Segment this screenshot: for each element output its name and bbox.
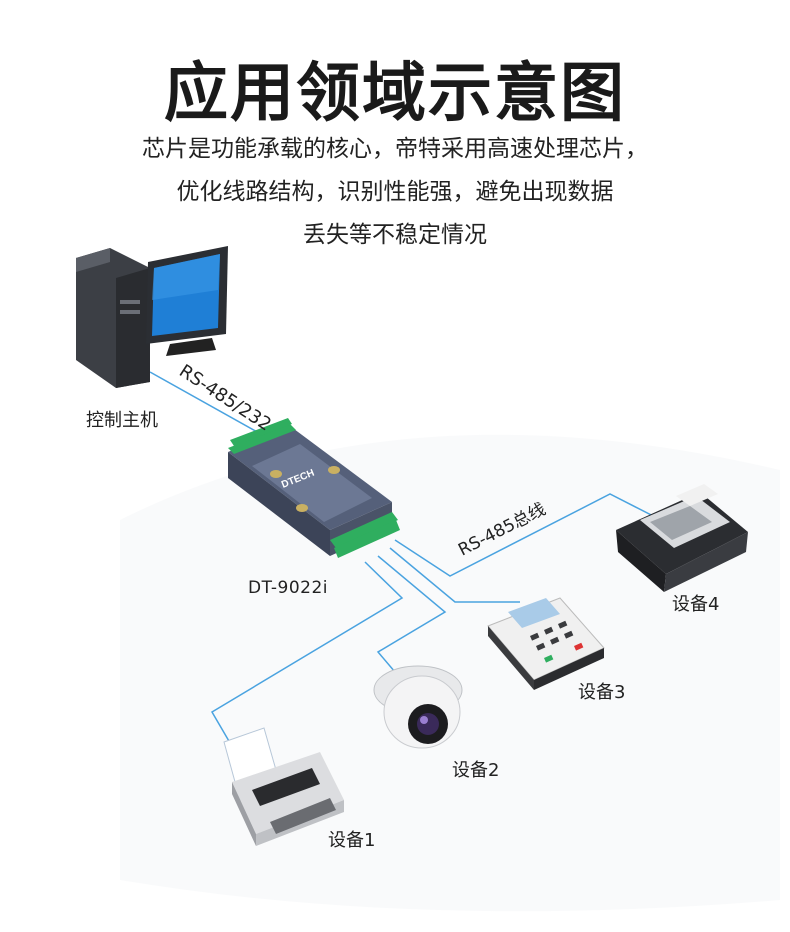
- converter-model-label: DT-9022i: [248, 578, 329, 598]
- bus-line-device4: [394, 493, 666, 577]
- printer-icon: [223, 727, 344, 846]
- connection-lines: [149, 371, 666, 761]
- device-3-label: 设备3: [578, 682, 626, 703]
- converter-device-icon: DTECH: [228, 418, 400, 558]
- device-4-label: 设备4: [672, 594, 720, 615]
- control-host-computer-icon: [76, 246, 228, 388]
- terminal-block-bottom: [330, 512, 400, 558]
- description-line-2: 优化线路结构，识别性能强，避免出现数据: [176, 179, 614, 205]
- bus-line-device1: [210, 561, 404, 761]
- device-1-label: 设备1: [328, 830, 376, 851]
- page-title: 应用领域示意图: [164, 57, 626, 131]
- device-2-label: 设备2: [452, 760, 500, 781]
- terminal-block-top: [228, 418, 296, 454]
- description-line-1: 芯片是功能承载的核心，帝特采用高速处理芯片，: [142, 136, 648, 162]
- pos-terminal-icon: [487, 597, 605, 690]
- description-line-3: 丢失等不稳定情况: [303, 222, 487, 248]
- control-host-label: 控制主机: [86, 410, 158, 431]
- host-link-label: RS-485/232: [175, 361, 275, 436]
- host-link-line: [149, 371, 269, 439]
- bus-line-device2: [376, 555, 447, 673]
- dome-camera-icon: [373, 665, 463, 749]
- fax-machine-icon: [616, 484, 748, 592]
- bus-line-device3: [389, 547, 520, 603]
- description: 芯片是功能承载的核心，帝特采用高速处理芯片， 优化线路结构，识别性能强，避免出现…: [0, 128, 790, 257]
